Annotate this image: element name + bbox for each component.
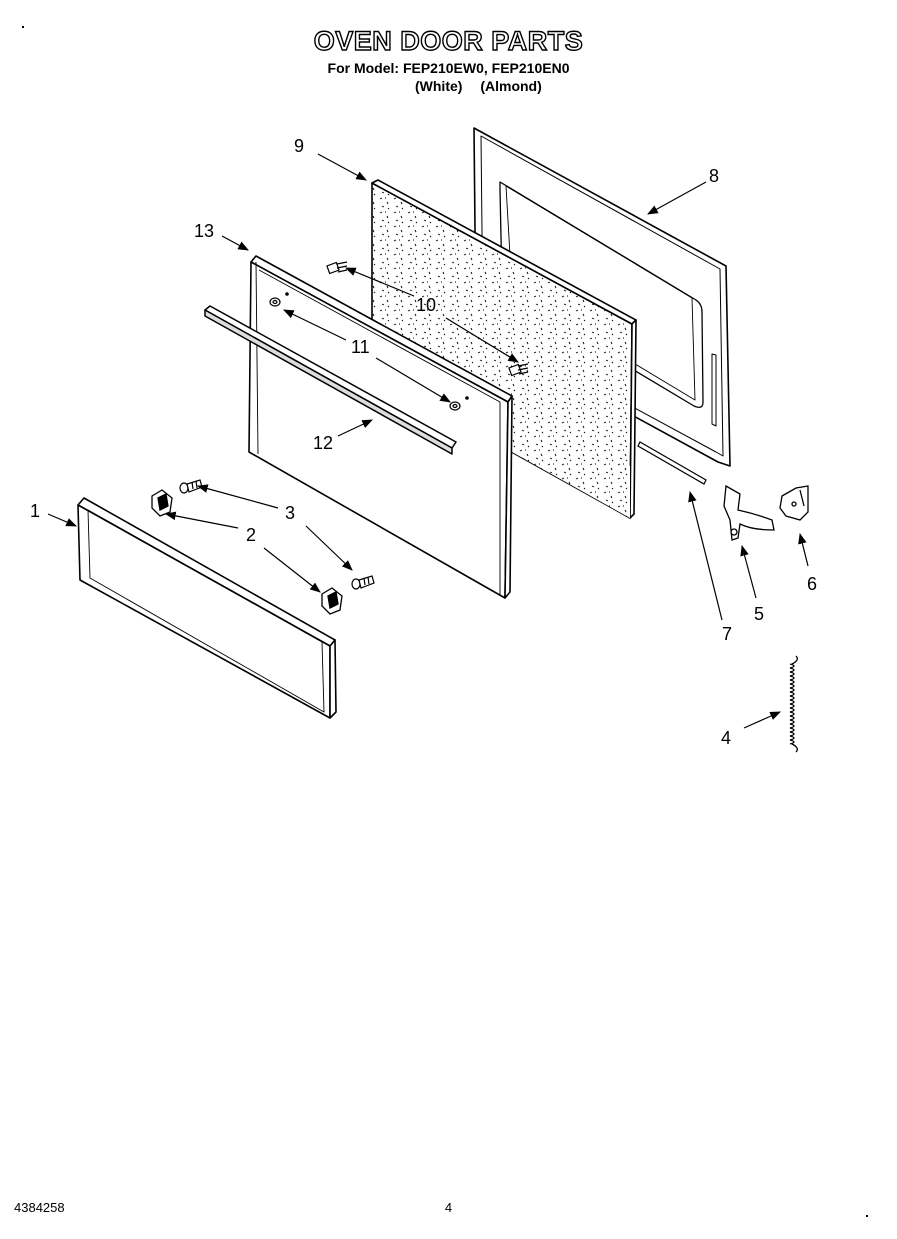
door-trim-bar — [204, 305, 457, 455]
callout-7: 7 — [722, 624, 732, 644]
inner-door-panel — [248, 255, 513, 599]
spring-4 — [789, 655, 798, 753]
washer-11-lower — [449, 396, 469, 411]
callout-13: 13 — [194, 221, 214, 241]
page-number: 4 — [444, 1200, 453, 1215]
callout-6: 6 — [807, 574, 817, 594]
callout-2: 2 — [246, 525, 256, 545]
rod-7 — [637, 441, 707, 485]
screw-3-upper — [179, 479, 203, 494]
outer-door-panel — [77, 497, 337, 719]
model-line: For Model: FEP210EW0, FEP210EN0 — [327, 60, 570, 76]
leader-lines — [47, 153, 809, 729]
callout-11: 11 — [351, 337, 370, 357]
insulation-panel — [371, 179, 637, 519]
callout-5: 5 — [754, 604, 764, 624]
page-title: OVEN DOOR PARTS — [313, 25, 584, 56]
document-number: 4384258 — [14, 1200, 65, 1215]
hinge-bracket-2-lower — [321, 587, 343, 615]
hinge-clip-6 — [779, 485, 809, 521]
outer-door-frame — [473, 127, 731, 467]
hinge-bracket-2-upper — [151, 489, 173, 517]
scan-speck — [22, 26, 24, 28]
callout-4: 4 — [721, 728, 731, 748]
callout-8: 8 — [709, 166, 719, 186]
hinge-arm-5 — [723, 484, 775, 541]
screw-10-lower — [508, 363, 529, 377]
callout-3: 3 — [285, 503, 295, 523]
scan-speck — [866, 1215, 868, 1217]
screw-10-upper — [326, 261, 348, 275]
callout-10: 10 — [416, 295, 436, 315]
callout-1: 1 — [30, 501, 40, 521]
washer-11-upper — [269, 292, 289, 307]
screw-3-lower — [351, 575, 375, 590]
variant-labels: (White) (Almond) — [415, 78, 556, 94]
variant-almond: (Almond) — [480, 78, 542, 94]
variant-white: (White) — [415, 78, 463, 94]
callout-9: 9 — [294, 136, 304, 156]
callout-12: 12 — [313, 433, 333, 453]
